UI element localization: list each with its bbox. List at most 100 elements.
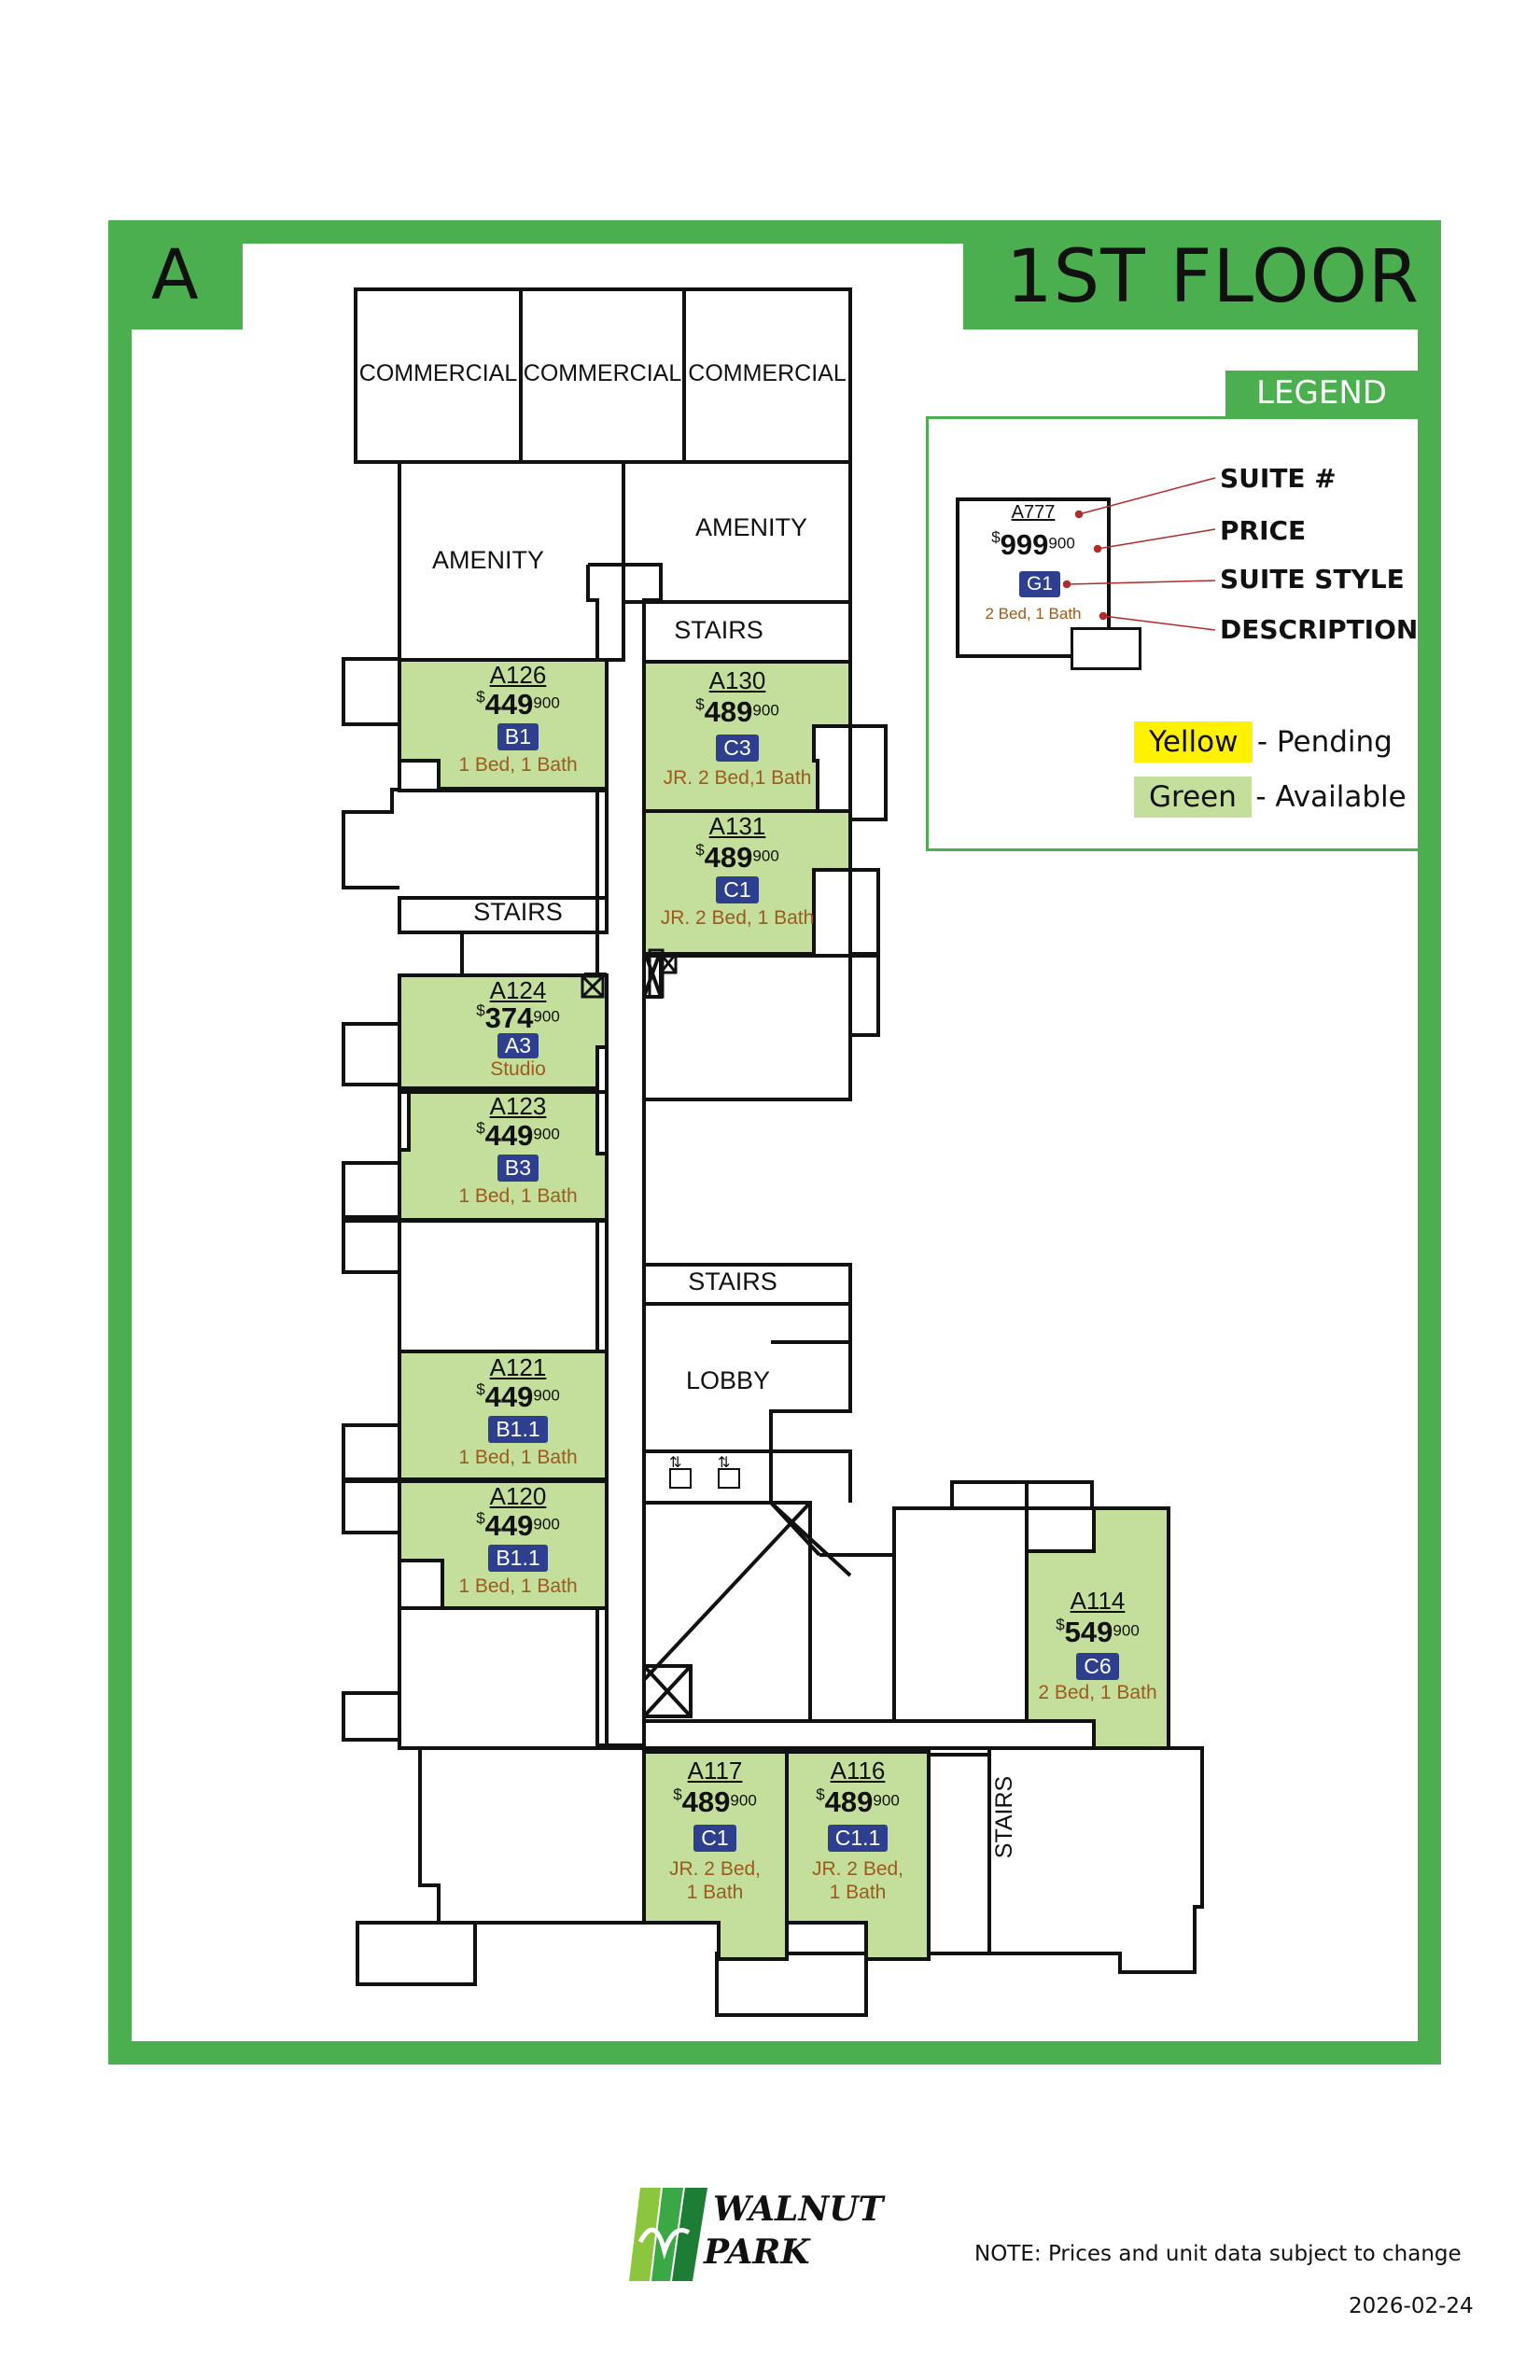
unit-style-badge: C1 [693,1825,736,1852]
unit-price-cents: 900 [533,1386,560,1405]
unit-style-badge: B3 [497,1155,539,1182]
unit-style-badge: C6 [1076,1653,1119,1680]
unit-price: $449900 [476,1380,560,1413]
unit-A124[interactable] [398,973,609,1090]
legend-sample-suite: A777 [1011,502,1056,523]
unit-id: A114 [1070,1587,1126,1615]
unit-price-main: 449 [484,1119,534,1152]
unit-price-main: 489 [681,1785,731,1818]
unit-description: 1 Bed, 1 Bath [458,754,578,776]
stairs-left [398,896,609,934]
floor-title: 1ST FLOOR [1006,235,1421,319]
room-stairs-right-mid: STAIRS [688,1267,777,1295]
legend-sample-balcony [1071,627,1141,670]
unit-style-badge: B1 [497,723,539,750]
unit-style-badge: C1.1 [827,1825,889,1852]
room-amenity-right: AMENITY [694,513,807,541]
unit-description-line1: JR. 2 Bed, [668,1858,762,1880]
unit-price-cents: 900 [873,1791,900,1810]
unit-style-badge: C1 [716,876,759,903]
unit-price-cents: 900 [533,693,560,712]
unit-price-main: 449 [484,688,534,721]
room-stairs-right-top: STAIRS [674,616,763,644]
unit-price: $549900 [1056,1616,1140,1648]
unit-id: A126 [489,661,547,689]
legend-label-suite: SUITE # [1220,463,1337,494]
unit-label-A114: A114 $549900 C6 2 Bed, 1 Bath [1029,1587,1167,1704]
building-letter: A [151,235,199,315]
unit-id: A116 [830,1757,886,1785]
legend-leader-lines [1062,477,1216,631]
unit-id: A117 [687,1757,743,1785]
walnut-park-logo-mark [629,2188,707,2281]
room-commercial-1: COMMERCIAL [358,360,518,386]
document-date: 2026-02-24 [1349,2294,1474,2318]
unit-description-line2: 1 Bath [686,1882,744,1903]
room-lobby: LOBBY [685,1366,771,1394]
unit-description-line2: 1 Bath [829,1882,887,1903]
status-swatch-available: Green [1134,777,1252,818]
legend-label-style: SUITE STYLE [1220,564,1405,595]
unit-id: A131 [708,812,766,840]
legend-sample-price-main: 999 [1000,528,1049,561]
unit-style-badge: B1.1 [488,1416,548,1443]
room-stairs-left: STAIRS [473,898,563,926]
unit-price-cents: 900 [752,701,779,720]
unit-price-cents: 900 [1113,1621,1140,1640]
legend-sample-description: 2 Bed, 1 Bath [985,605,1082,623]
unit-price-main: 374 [484,1001,534,1034]
unit-description: 1 Bed, 1 Bath [458,1185,578,1207]
unit-price-cents: 900 [730,1791,757,1810]
unit-description: 1 Bed, 1 Bath [458,1575,578,1597]
unit-description: JR. 2 Bed,1 Bath [644,1857,786,1904]
unit-label-A120: A120 $449900 B1.1 1 Bed, 1 Bath [439,1482,597,1598]
unit-price: $489900 [695,841,779,874]
unit-price: $374900 [476,1001,560,1034]
unit-price-main: 489 [704,695,753,728]
unit-price-main: 449 [484,1380,534,1413]
unit-price-cents: 900 [533,1125,560,1143]
legend-label-price: PRICE [1220,515,1307,546]
unit-price-main: 489 [824,1785,874,1818]
logo-word-walnut: WALNUT [713,2190,884,2229]
unit-label-A116: A116 $489900 C1.1 JR. 2 Bed,1 Bath [787,1757,929,1904]
unit-description: 2 Bed, 1 Bath [1038,1682,1157,1703]
unit-A114[interactable] [1025,1506,1170,1750]
unit-description: Studio [490,1058,546,1080]
status-meaning-pending: - Pending [1256,725,1393,759]
room-commercial-2: COMMERCIAL [523,360,682,386]
unit-A116[interactable] [785,1750,931,1961]
svg-text:⇅: ⇅ [718,1453,730,1471]
legend-title: LEGEND [1225,371,1418,416]
unit-label-A130: A130 $489900 C3 JR. 2 Bed,1 Bath [644,666,831,790]
legend-status-available: Green - Available [1134,777,1407,818]
status-meaning-available: - Available [1255,780,1407,814]
legend-sample-style-badge: G1 [1019,571,1061,597]
floor-title-banner: 1ST FLOOR [963,220,1441,329]
unit-style-badge: A3 [497,1033,539,1058]
unit-description: JR. 2 Bed,1 Bath [787,1857,929,1904]
unit-style-badge: B1.1 [488,1545,548,1572]
unit-label-A123: A123 $449900 B3 1 Bed, 1 Bath [439,1092,597,1208]
unit-price: $489900 [695,695,779,728]
status-swatch-pending: Yellow [1134,721,1253,763]
elevator-icons: ⇅ ⇅ [669,1453,740,1489]
legend-sample-price: $999900 [991,528,1075,561]
unit-id: A130 [708,666,766,694]
unit-id: A121 [489,1353,547,1381]
unit-id: A120 [489,1482,547,1510]
unit-label-A124: A124 $374900 A3 Studio [439,976,597,1081]
unit-price-main: 449 [484,1509,534,1542]
legend-status-pending: Yellow - Pending [1134,721,1393,763]
unit-price-cents: 900 [533,1007,560,1026]
unit-label-A131: A131 $489900 C1 JR. 2 Bed, 1 Bath [644,812,831,930]
room-commercial-3: COMMERCIAL [688,360,847,386]
logo-word-park: PARK [704,2233,810,2272]
unit-id: A124 [489,976,547,1004]
floor-plan: ⇅ ⇅ [342,287,1204,2017]
unit-description: JR. 2 Bed,1 Bath [663,767,812,789]
unit-price: $489900 [673,1785,757,1818]
unit-price-main: 549 [1064,1616,1113,1648]
unit-label-A117: A117 $489900 C1 JR. 2 Bed,1 Bath [644,1757,786,1904]
unit-price: $489900 [816,1785,900,1818]
